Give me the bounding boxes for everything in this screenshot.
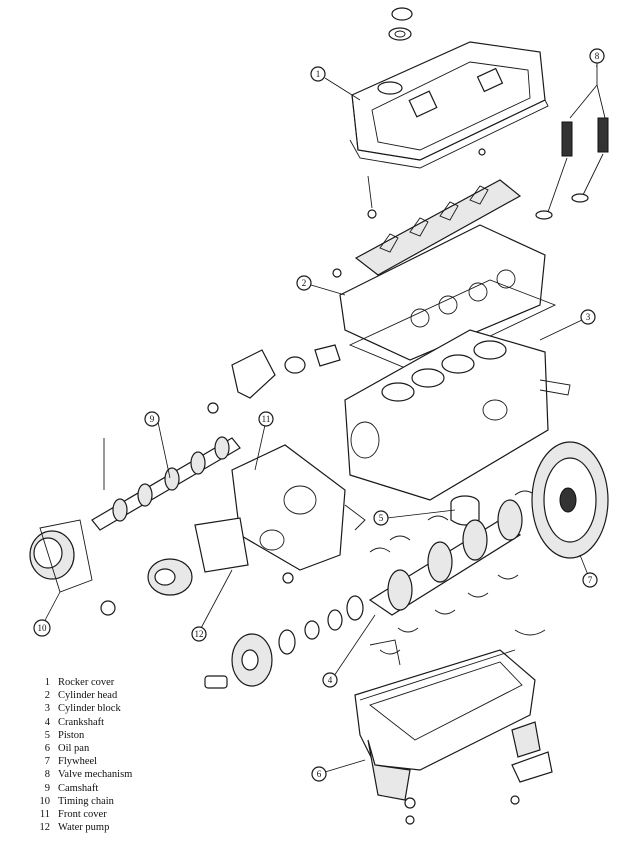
cylinder-block-part [344,329,571,501]
svg-text:6: 6 [317,769,322,779]
svg-text:2: 2 [302,278,307,288]
svg-text:11: 11 [262,414,271,424]
front-cover-part [231,444,366,571]
callout-1: 1 [310,66,326,82]
svg-text:10: 10 [38,623,48,633]
bearing-shells [369,490,546,655]
water-outlet [207,344,341,414]
callout-8: 8 [589,48,605,64]
svg-text:12: 12 [195,629,204,639]
valve-mechanism-part [535,62,609,220]
water-pump-part [147,517,294,596]
callout-4: 4 [322,672,338,688]
cylinder-head-part [332,224,546,361]
camshaft-part [91,436,241,531]
callout-12: 12 [191,626,207,642]
callout-5: 5 [373,510,389,526]
rocker-cover-part [349,41,549,169]
oil-filler-cap [388,7,413,41]
svg-text:8: 8 [595,51,600,61]
svg-text:1: 1 [316,69,321,79]
svg-text:3: 3 [586,312,591,322]
callout-10: 10 [33,619,51,637]
callout-7: 7 [582,572,598,588]
svg-text:7: 7 [588,575,593,585]
callout-11: 11 [258,411,274,427]
callout-2: 2 [296,275,312,291]
callout-3: 3 [580,309,596,325]
oil-pan-part [354,639,553,825]
crankshaft-part [204,499,523,689]
leader-lines [41,65,597,773]
callouts: 1 2 3 4 5 6 7 8 9 10 11 12 [33,48,605,782]
svg-text:4: 4 [328,675,333,685]
flywheel-part [531,441,609,559]
callout-9: 9 [144,411,160,427]
callout-6: 6 [311,766,327,782]
svg-text:9: 9 [150,414,155,424]
timing-chain-part [29,519,116,616]
rocker-shaft-assembly [354,148,522,276]
svg-text:5: 5 [379,513,384,523]
head-gasket [348,279,557,373]
